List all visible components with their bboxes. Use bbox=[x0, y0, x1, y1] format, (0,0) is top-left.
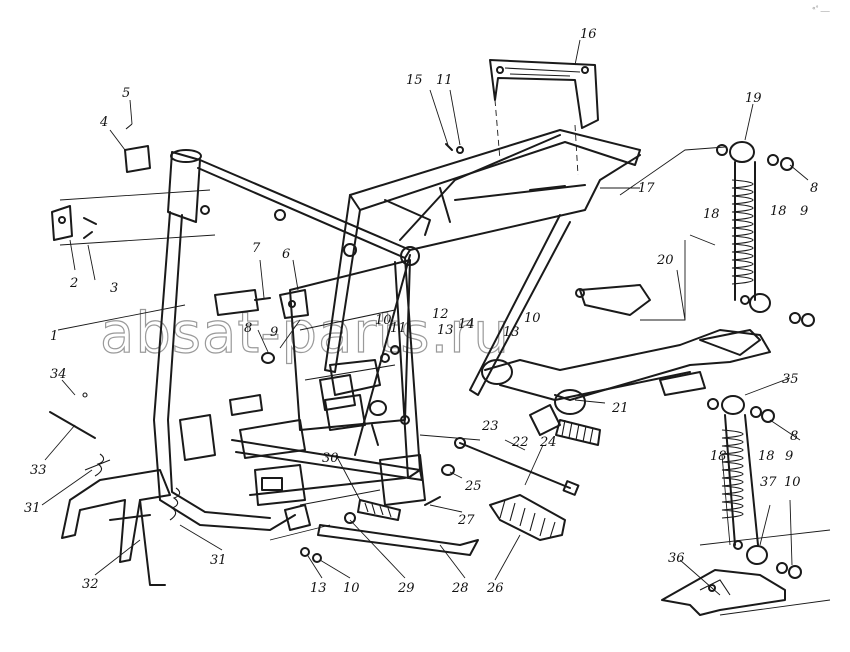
leader-lines bbox=[41, 39, 809, 596]
corner-mark: «° ___ bbox=[812, 5, 831, 12]
label-18b: 18 bbox=[770, 204, 787, 219]
label-23: 23 bbox=[481, 419, 499, 434]
label-21: 21 bbox=[611, 401, 629, 416]
label-9b: 9 bbox=[800, 204, 808, 219]
label-31b: 31 bbox=[210, 553, 227, 568]
label-19: 19 bbox=[745, 91, 762, 106]
label-33: 33 bbox=[30, 463, 47, 478]
label-14: 14 bbox=[458, 317, 475, 332]
label-8b: 8 bbox=[810, 181, 818, 196]
label-12: 12 bbox=[432, 307, 449, 322]
label-29: 29 bbox=[397, 581, 415, 596]
label-10c: 10 bbox=[343, 581, 360, 596]
swingarm bbox=[481, 240, 771, 415]
label-13b: 13 bbox=[503, 325, 520, 340]
label-9c: 9 bbox=[785, 449, 793, 464]
bolt-15 bbox=[445, 143, 453, 151]
label-1: 1 bbox=[50, 329, 58, 344]
label-31a: 31 bbox=[24, 501, 41, 516]
label-34: 34 bbox=[50, 367, 67, 382]
watermark: absat-parts.ru bbox=[100, 301, 510, 366]
label-13a: 13 bbox=[437, 323, 454, 338]
label-32: 32 bbox=[82, 577, 99, 592]
rear-shock-lower bbox=[661, 395, 831, 616]
headlight-bracket-parts bbox=[51, 123, 216, 246]
side-stand bbox=[300, 496, 479, 563]
label-37: 37 bbox=[760, 475, 777, 490]
part-labels: 5 4 2 3 1 7 6 8 9 10 11 12 13 14 13 10 1… bbox=[24, 27, 818, 596]
footrest-rubbers bbox=[441, 404, 601, 541]
label-11b: 11 bbox=[436, 73, 453, 88]
label-4: 4 bbox=[99, 115, 108, 130]
label-6: 6 bbox=[282, 247, 290, 262]
label-18d: 18 bbox=[758, 449, 775, 464]
label-11a: 11 bbox=[390, 321, 407, 336]
label-35: 35 bbox=[782, 372, 799, 387]
label-18a: 18 bbox=[703, 207, 720, 222]
label-8a: 8 bbox=[244, 321, 252, 336]
label-26: 26 bbox=[486, 581, 504, 596]
label-5: 5 bbox=[122, 86, 130, 101]
label-36: 36 bbox=[668, 551, 685, 566]
label-18c: 18 bbox=[710, 449, 727, 464]
seat-bracket bbox=[489, 59, 599, 176]
label-17: 17 bbox=[638, 181, 655, 196]
label-7: 7 bbox=[252, 241, 261, 256]
label-10b: 10 bbox=[524, 311, 541, 326]
washer-11 bbox=[456, 146, 464, 154]
label-28: 28 bbox=[451, 581, 469, 596]
label-22: 22 bbox=[511, 435, 529, 450]
label-20: 20 bbox=[656, 253, 674, 268]
rear-shock-upper bbox=[619, 141, 815, 327]
label-2: 2 bbox=[69, 276, 78, 291]
label-10a: 10 bbox=[375, 313, 392, 328]
label-27: 27 bbox=[457, 513, 475, 528]
mounting-hardware bbox=[254, 289, 410, 541]
label-3: 3 bbox=[110, 281, 118, 296]
center-stand bbox=[49, 392, 181, 586]
label-10d: 10 bbox=[784, 475, 801, 490]
label-8c: 8 bbox=[790, 429, 798, 444]
label-13c: 13 bbox=[310, 581, 327, 596]
label-25: 25 bbox=[464, 479, 482, 494]
label-30: 30 bbox=[322, 451, 339, 466]
label-16: 16 bbox=[580, 27, 597, 42]
label-24: 24 bbox=[539, 435, 557, 450]
label-15: 15 bbox=[406, 73, 423, 88]
label-9a: 9 bbox=[270, 325, 278, 340]
